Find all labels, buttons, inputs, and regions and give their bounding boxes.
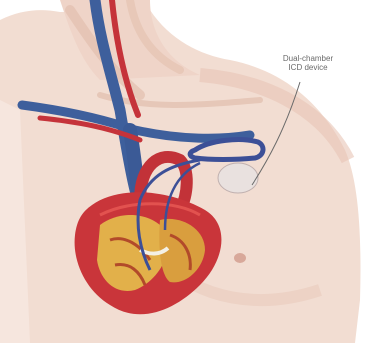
icd-device-body [218, 163, 258, 193]
nipple [234, 253, 246, 263]
device-callout-label: Dual-chamber ICD device [268, 54, 348, 72]
callout-line-2: ICD device [268, 63, 348, 72]
callout-line-1: Dual-chamber [268, 54, 348, 63]
